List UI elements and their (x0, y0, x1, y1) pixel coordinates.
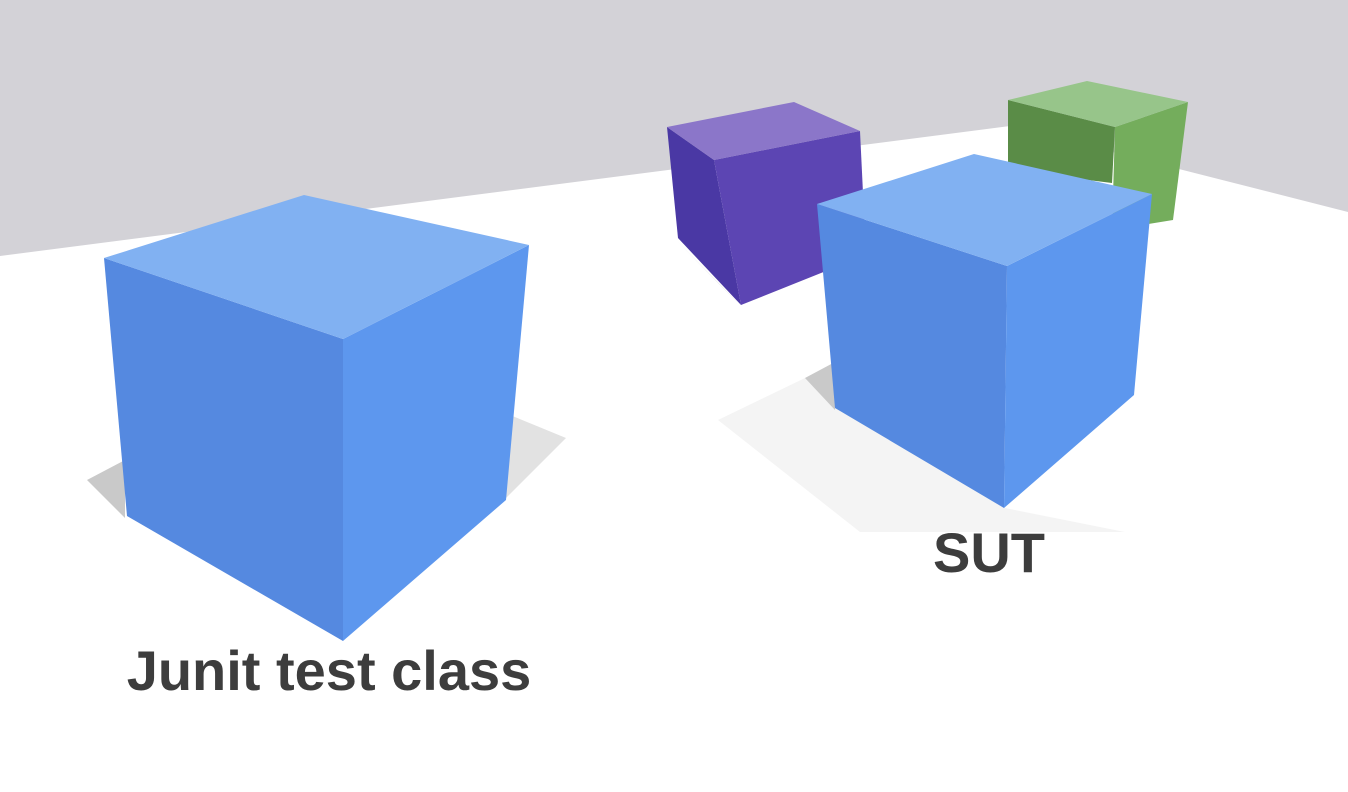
cube-junit-shadow-right (506, 415, 566, 498)
cube-sut-top-face (817, 154, 1152, 266)
cube-junit-test-class (104, 195, 529, 641)
cube-purple-left-face (667, 127, 741, 305)
label-sut: SUT (933, 521, 1045, 584)
cube-green (1008, 81, 1188, 230)
cube-junit-shadow (87, 460, 125, 518)
cube-green-left-face (1008, 100, 1115, 183)
cube-junit-left-face (104, 258, 343, 641)
cube-purple-shadow (676, 240, 740, 305)
cube-green-top-face (1008, 81, 1188, 127)
cube-sut-right-face (1004, 194, 1152, 508)
cube-junit-right-face (343, 245, 529, 641)
cube-sut-shadow-dark (805, 362, 835, 410)
cube-sut-left-face (817, 204, 1007, 508)
label-junit-test-class: Junit test class (127, 639, 532, 702)
cube-purple-top-face (667, 102, 860, 160)
cube-junit-top-face (104, 195, 529, 339)
cube-sut (817, 154, 1152, 508)
